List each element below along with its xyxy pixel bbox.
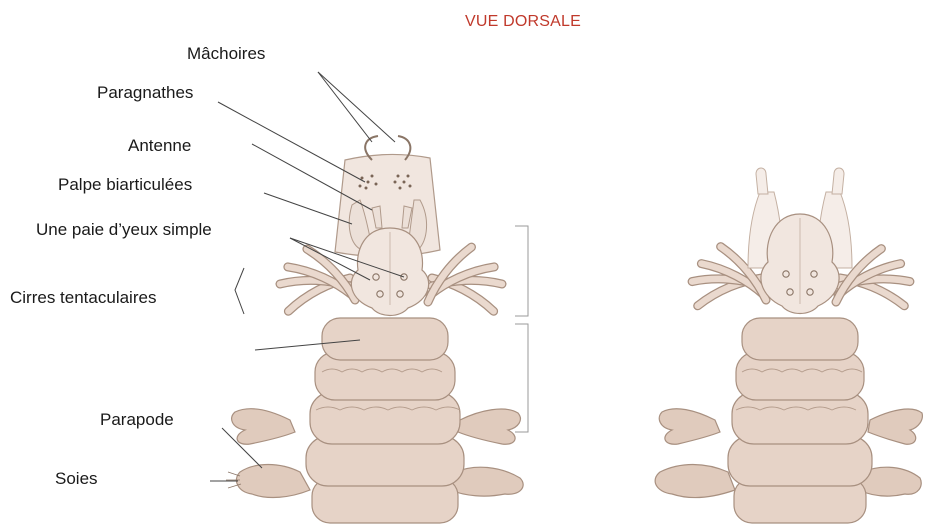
- worm-right: [655, 168, 922, 523]
- worm-left: [210, 72, 528, 523]
- parapode-left-1: [232, 409, 295, 445]
- parapode-left-2: [226, 465, 310, 498]
- segment-1: [322, 318, 448, 360]
- brackets: [515, 226, 528, 432]
- parapode-right-1: [458, 409, 520, 444]
